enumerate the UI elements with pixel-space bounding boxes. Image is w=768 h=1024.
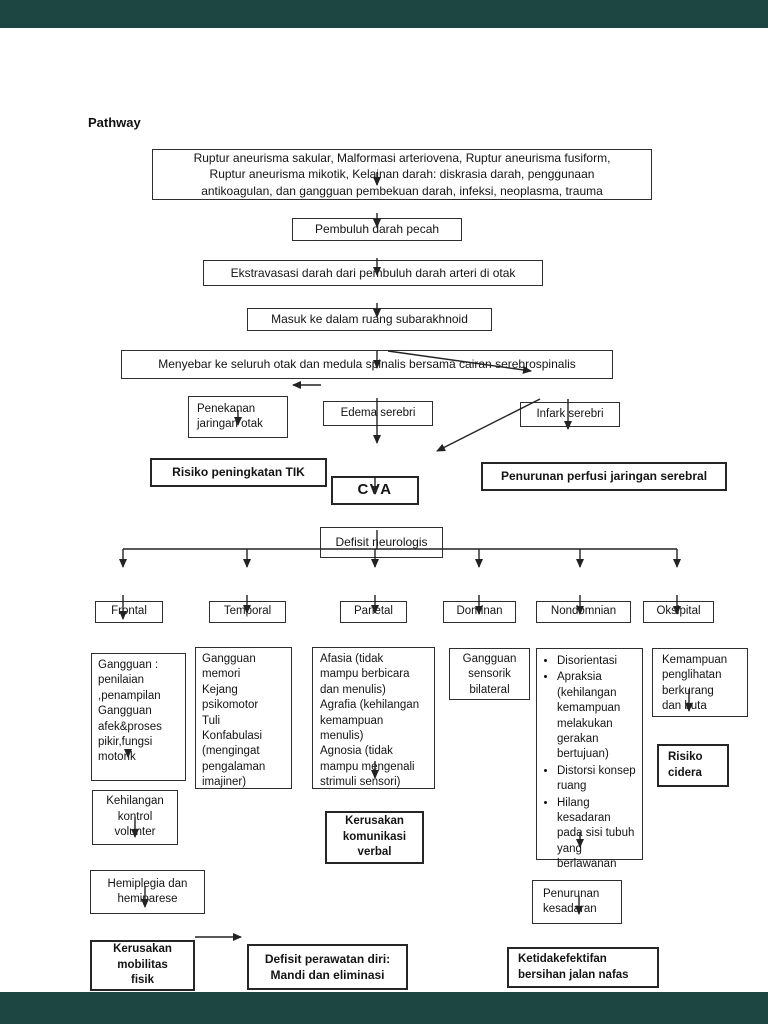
node-etiologi: Ruptur aneurisma sakular, Malformasi art… (152, 149, 652, 200)
node-edema-serebri: Edema serebri (323, 401, 433, 426)
node-region-temporal: Temporal (209, 601, 286, 623)
node-oksipital-detail: Kemampuan penglihatan berkurang dan buta (652, 648, 748, 717)
node-region-oksipital: Oksipital (643, 601, 714, 623)
node-risiko-cidera: Risiko cidera (657, 744, 729, 787)
node-masuk-subarakhnoid: Masuk ke dalam ruang subarakhnoid (247, 308, 492, 331)
node-penurunan-kesadaran: Penurunan kesadaran (532, 880, 622, 924)
bullet-item: Distorsi konsep ruang (557, 764, 638, 795)
nondominan-bullet-list: DisorientasiApraksia (kehilangan kemampu… (542, 654, 638, 874)
node-region-frontal: Frontal (95, 601, 163, 623)
node-pembuluh-darah-pecah: Pembuluh darah pecah (292, 218, 462, 241)
node-cva: CVA (331, 476, 419, 505)
bullet-item: Hilang kesadaran pada sisi tubuh yang be… (557, 796, 638, 873)
node-parietal-detail: Afasia (tidak mampu berbicara dan menuli… (312, 647, 435, 789)
node-temporal-detail: Gangguan memori Kejang psikomotor Tuli K… (195, 647, 292, 789)
viewer-top-bar (0, 0, 768, 28)
node-menyebar: Menyebar ke seluruh otak dan medula spin… (121, 350, 613, 379)
node-risiko-peningkatan-tik: Risiko peningkatan TIK (150, 458, 327, 487)
node-infark-serebri: Infark serebri (520, 402, 620, 427)
node-region-parietal: Parietal (340, 601, 407, 623)
node-kerusakan-mobilitas: Kerusakan mobilitas fisik (90, 940, 195, 991)
node-region-dominan: Dominan (443, 601, 516, 623)
node-ketidakefektifan: Ketidakefektifan bersihan jalan nafas (507, 947, 659, 988)
node-nondominan-detail: DisorientasiApraksia (kehilangan kemampu… (536, 648, 643, 870)
node-frontal-detail: Gangguan : penilaian ,penampilan Ganggua… (91, 653, 186, 781)
bullet-item: Disorientasi (557, 654, 638, 669)
node-penekanan-jaringan-otak: Penekanan jaringan otak (188, 396, 288, 438)
node-defisit-neurologis: Defisit neurologis (320, 527, 443, 558)
node-region-nondominan: Nondomnian (536, 601, 631, 623)
node-defisit-perawatan: Defisit perawatan diri: Mandi dan elimin… (247, 944, 408, 990)
viewer-bottom-bar (0, 992, 768, 1024)
node-kehilangan-kontrol: Kehilangan kontrol volunter (92, 790, 178, 845)
node-kerusakan-komunikasi: Kerusakan komunikasi verbal (325, 811, 424, 864)
document-page: Pathway Ruptur aneurisma sakular, Malfor… (0, 28, 768, 992)
node-dominan-detail: Gangguan sensorik bilateral (449, 648, 530, 700)
node-penurunan-perfusi: Penurunan perfusi jaringan serebral (481, 462, 727, 491)
bullet-item: Apraksia (kehilangan kemampuan melakukan… (557, 670, 638, 762)
node-hemiplegia: Hemiplegia dan hemiparese (90, 870, 205, 914)
node-ekstravasasi: Ekstravasasi darah dari pembuluh darah a… (203, 260, 543, 286)
page-title: Pathway (88, 115, 141, 130)
